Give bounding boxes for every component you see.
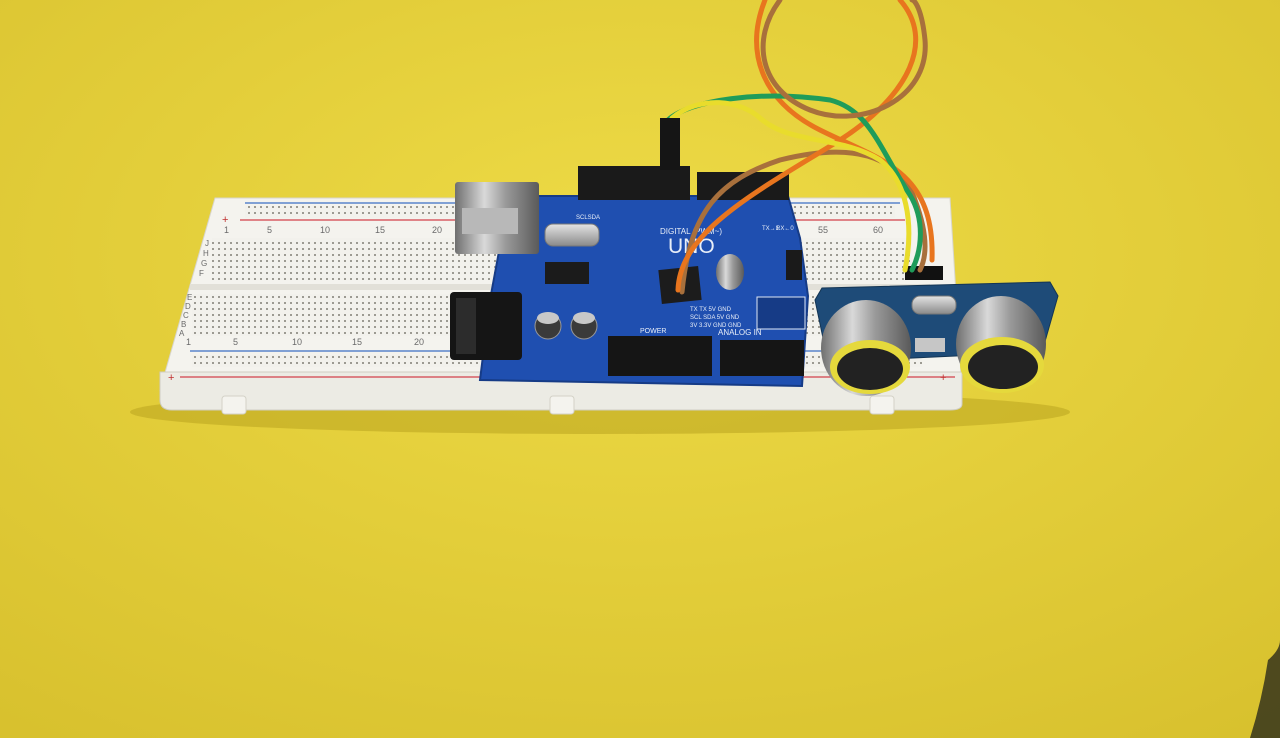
bb-row-C: C xyxy=(183,311,189,320)
wire-yellow xyxy=(669,100,912,273)
analog-header xyxy=(720,340,804,376)
sensor-pins-bottom xyxy=(915,338,945,352)
bb-row-A: A xyxy=(179,329,185,338)
corner-shadow xyxy=(1250,640,1280,738)
usb-serial-chip xyxy=(545,262,589,284)
bb-number-5-top: 5 xyxy=(267,225,272,235)
bb-row-H: H xyxy=(203,249,209,258)
board-label-analog: ANALOG IN xyxy=(718,328,762,337)
power-header xyxy=(608,336,712,376)
left-transducer-mesh xyxy=(837,348,903,390)
wire-brown xyxy=(679,149,928,295)
bb-number-5-bottom: 5 xyxy=(233,337,238,347)
bb-number-20-top: 20 xyxy=(432,225,442,235)
dc-jack-highlight xyxy=(456,298,476,354)
digital-header-left xyxy=(578,166,690,200)
bb-number-15-bottom: 15 xyxy=(352,337,362,347)
bb-row-G: G xyxy=(201,259,207,268)
bb-number-60-top: 60 xyxy=(873,225,883,235)
board-label-tx: TX→1 xyxy=(762,226,780,232)
crystal-small xyxy=(716,254,744,290)
board-pin-labels-3: 3V 3.3V GND GND xyxy=(690,323,742,329)
icsp-header xyxy=(756,296,806,330)
breadboard-foot-2 xyxy=(549,395,575,415)
board-pin-labels-1: TX TX 5V GND xyxy=(690,307,732,313)
bb-number-20-bottom: 20 xyxy=(414,337,424,347)
jumper-wires xyxy=(660,0,935,295)
bb-plus-bottom-right: + xyxy=(940,372,946,384)
wire-brown-loop xyxy=(760,0,928,119)
board-label-digital: DIGITAL (PWM~) xyxy=(660,227,722,236)
capacitor-2-top xyxy=(573,312,595,324)
sensor-crystal xyxy=(911,295,957,315)
bb-plus-bottom: + xyxy=(168,372,174,384)
bb-number-10-bottom: 10 xyxy=(292,337,302,347)
bb-row-B: B xyxy=(181,320,186,329)
board-label-sclsda: SCLSDA xyxy=(576,215,600,221)
small-header xyxy=(786,250,802,280)
crystal-oscillator xyxy=(544,223,600,247)
bb-row-F: F xyxy=(199,269,204,278)
board-label-power: POWER xyxy=(640,328,666,335)
bb-number-55-top: 55 xyxy=(818,225,828,235)
bb-row-J: J xyxy=(205,239,209,248)
board-pin-labels-2: SCL SDA 5V GND xyxy=(690,315,740,321)
bb-number-1-top: 1 xyxy=(224,225,229,235)
bb-number-15-top: 15 xyxy=(375,225,385,235)
capacitor-1-top xyxy=(537,312,559,324)
right-transducer-mesh xyxy=(968,345,1038,389)
arduino-uno-board: UNO DIGITAL (PWM~) SCLSDA TX→1 RX←0 ANAL… xyxy=(450,166,810,388)
bb-row-E: E xyxy=(187,293,192,302)
usb-port-inner xyxy=(462,208,518,234)
bb-number-1-bottom: 1 xyxy=(186,337,191,347)
breadboard-foot-3 xyxy=(869,395,895,415)
wire-connector xyxy=(660,118,680,170)
breadboard-foot-1 xyxy=(221,395,247,415)
board-label-rx: RX←0 xyxy=(776,226,794,232)
ultrasonic-sensor xyxy=(814,266,1059,396)
bb-number-10-top: 10 xyxy=(320,225,330,235)
wire-orange xyxy=(675,0,935,293)
bb-plus-top: + xyxy=(222,214,228,226)
bb-row-D: D xyxy=(185,302,191,311)
